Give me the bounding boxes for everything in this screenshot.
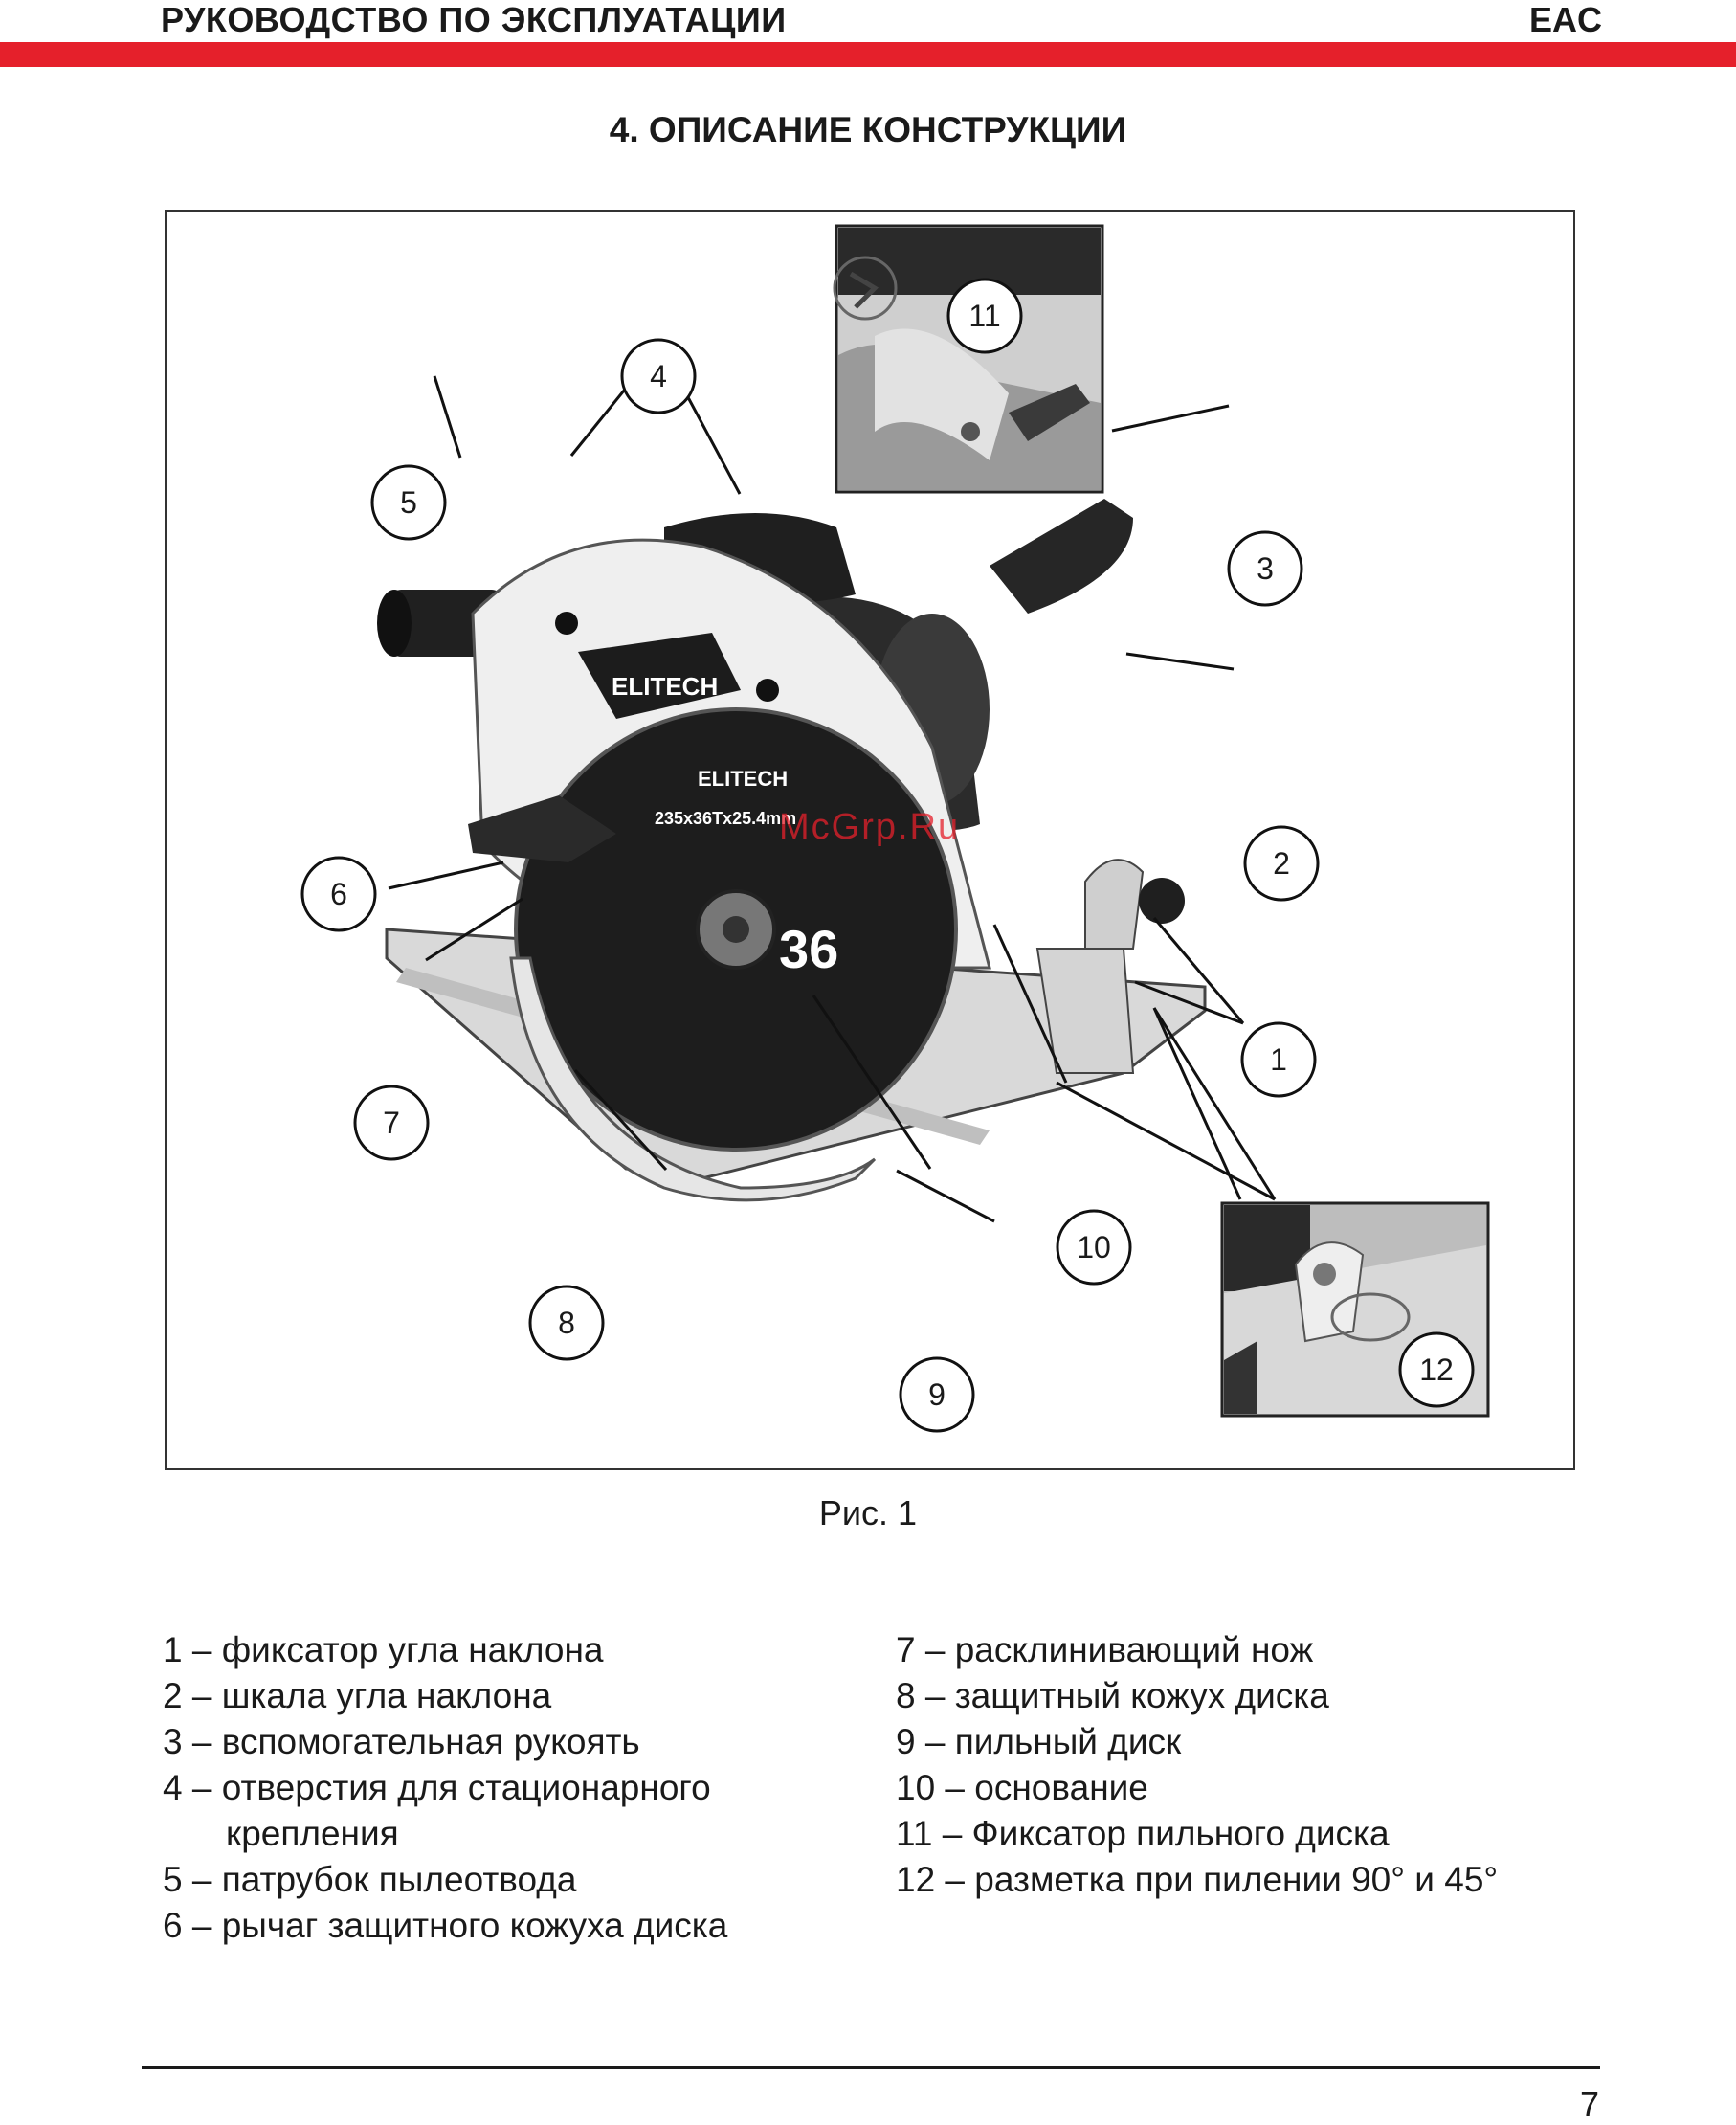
svg-text:4: 4 bbox=[650, 359, 667, 393]
svg-text:5: 5 bbox=[400, 485, 417, 520]
callout-4: 4 bbox=[620, 338, 697, 414]
blade-spec-label: 235x36Tx25.4mm bbox=[655, 809, 796, 828]
inset-blade-lock bbox=[833, 224, 1104, 494]
watermark: McGrp.Ru bbox=[779, 807, 960, 847]
saw-body: ELITECH 235x36Tx25.4mm 36 ELITECH bbox=[377, 499, 1207, 1202]
blade-brand-label: ELITECH bbox=[698, 767, 788, 791]
legend-item-12: 12 – разметка при пилении 90° и 45° bbox=[896, 1860, 1499, 1899]
svg-text:6: 6 bbox=[330, 877, 347, 911]
svg-text:11: 11 bbox=[968, 299, 1000, 333]
legend-item-10: 10 – основание bbox=[896, 1768, 1148, 1807]
callout-12: 12 bbox=[1398, 1331, 1475, 1408]
callout-11: 11 bbox=[946, 278, 1023, 354]
callout-2: 2 bbox=[1243, 825, 1320, 902]
callout-3: 3 bbox=[1227, 530, 1303, 607]
blade-teeth-label: 36 bbox=[779, 919, 838, 979]
legend-item-7: 7 – расклинивающий нож bbox=[896, 1630, 1314, 1669]
leader-lines bbox=[388, 345, 1277, 1223]
svg-text:2: 2 bbox=[1273, 846, 1290, 881]
legend-item-3: 3 – вспомогательная рукоять bbox=[163, 1722, 640, 1761]
footer-rule bbox=[142, 2066, 1600, 2069]
svg-text:8: 8 bbox=[558, 1306, 575, 1340]
svg-text:12: 12 bbox=[1419, 1353, 1454, 1387]
svg-text:7: 7 bbox=[383, 1106, 400, 1140]
legend-item-4: 4 – отверстия для стационарного bbox=[163, 1768, 711, 1807]
figure-caption: Рис. 1 bbox=[818, 1493, 918, 1532]
legend-item-8: 8 – защитный кожух диска bbox=[896, 1676, 1329, 1715]
header-red-bar bbox=[0, 42, 1736, 67]
callout-5: 5 bbox=[370, 464, 447, 541]
legend-item-1: 1 – фиксатор угла наклона bbox=[163, 1630, 604, 1669]
svg-text:10: 10 bbox=[1077, 1230, 1111, 1264]
page-number: 7 bbox=[1579, 2085, 1599, 2124]
svg-text:3: 3 bbox=[1257, 551, 1274, 586]
callout-7: 7 bbox=[353, 1085, 430, 1161]
callout-8: 8 bbox=[528, 1285, 605, 1361]
svg-text:9: 9 bbox=[928, 1377, 946, 1412]
legend-item-5: 5 – патрубок пылеотвода bbox=[163, 1860, 577, 1899]
legend-item-11: 11 – Фиксатор пильного диска bbox=[896, 1814, 1390, 1853]
legend-item-9: 9 – пильный диск bbox=[896, 1722, 1182, 1761]
callout-6: 6 bbox=[300, 856, 377, 932]
header-title: РУКОВОДСТВО ПО ЭКСПЛУАТАЦИИ bbox=[161, 0, 787, 39]
callout-9: 9 bbox=[899, 1356, 975, 1433]
legend-item-6: 6 – рычаг защитного кожуха диска bbox=[163, 1906, 728, 1945]
legend-left-column: 1 – фиксатор угла наклона 2 – шкала угла… bbox=[163, 1627, 890, 1949]
eac-mark: EAC bbox=[1528, 0, 1602, 39]
section-title: 4. ОПИСАНИЕ КОНСТРУКЦИИ bbox=[609, 110, 1127, 149]
legend-right-column: 7 – расклинивающий нож 8 – защитный кожу… bbox=[896, 1627, 1623, 1903]
legend-item-4-continuation: крепления bbox=[226, 1814, 399, 1853]
figure-frame: ELITECH 235x36Tx25.4mm 36 ELITECH McGrp.… bbox=[165, 210, 1575, 1470]
callouts: 1 2 3 4 5 6 7 bbox=[300, 278, 1475, 1433]
svg-text:1: 1 bbox=[1270, 1042, 1287, 1077]
housing-brand-label: ELITECH bbox=[612, 672, 718, 701]
callout-1: 1 bbox=[1240, 1021, 1317, 1098]
circular-saw-illustration: ELITECH 235x36Tx25.4mm 36 ELITECH McGrp.… bbox=[300, 224, 1490, 1433]
legend-item-2: 2 – шкала угла наклона bbox=[163, 1676, 552, 1715]
callout-10: 10 bbox=[1056, 1209, 1132, 1286]
